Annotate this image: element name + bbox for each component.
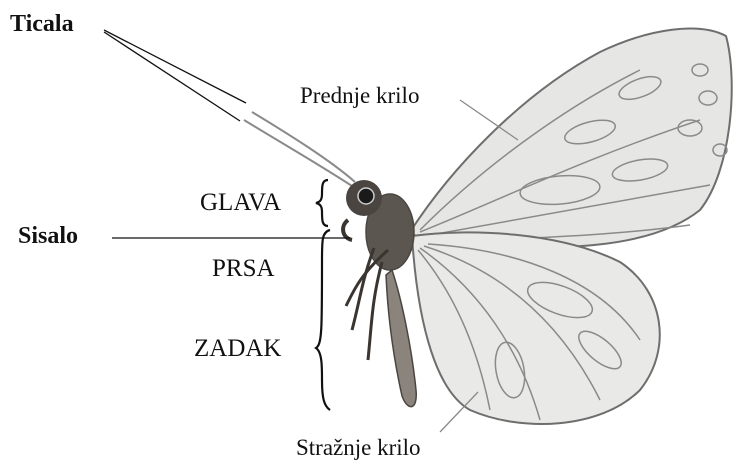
- forewing-label: Prednje krilo: [300, 84, 419, 107]
- thorax-abdomen-brace: [316, 230, 330, 410]
- butterfly-body: [343, 180, 416, 407]
- legs: [346, 248, 388, 360]
- eye: [358, 188, 374, 204]
- head-brace: [316, 180, 328, 226]
- antennae-pointer-1: [104, 30, 246, 103]
- hindwing: [412, 232, 660, 424]
- proboscis-shape: [343, 220, 352, 240]
- abdomen-label: ZADAK: [194, 336, 282, 361]
- thorax-label: PRSA: [212, 256, 275, 281]
- braces: [316, 180, 330, 410]
- forewing: [410, 29, 732, 248]
- antennae-pointer-2: [104, 32, 240, 121]
- abdomen-shape: [386, 270, 416, 407]
- antennae: [244, 112, 355, 186]
- proboscis-label: Sisalo: [18, 224, 78, 248]
- head-label: GLAVA: [200, 190, 281, 215]
- antennae-label: Ticala: [10, 12, 74, 36]
- hindwing-label: Stražnje krilo: [296, 436, 421, 459]
